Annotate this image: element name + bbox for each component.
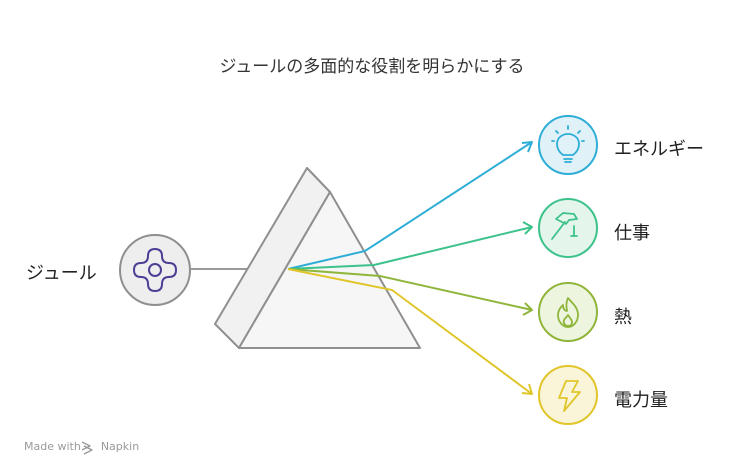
ray-arrow-energy bbox=[521, 141, 533, 153]
ray-arrow-power bbox=[521, 383, 533, 395]
output-rays bbox=[287, 141, 533, 395]
work-node bbox=[538, 198, 598, 258]
energy-node bbox=[538, 115, 598, 175]
watermark: Made with Napkin bbox=[24, 440, 139, 453]
ray-arrow-work bbox=[522, 221, 533, 235]
work-label: 仕事 bbox=[614, 223, 650, 244]
ray-heat bbox=[287, 268, 533, 311]
prism bbox=[214, 167, 421, 349]
joule-icon bbox=[133, 248, 177, 292]
power-label: 電力量 bbox=[614, 390, 668, 411]
watermark-brand: Napkin bbox=[100, 440, 140, 453]
energy-label: エネルギー bbox=[614, 139, 704, 160]
ray-energy bbox=[287, 141, 533, 270]
napkin-logo-icon bbox=[81, 441, 93, 455]
heat-label: 熱 bbox=[614, 307, 632, 328]
ray-power bbox=[287, 268, 533, 395]
ray-work bbox=[287, 226, 533, 270]
lightbulb-icon bbox=[551, 125, 585, 163]
flame-icon bbox=[557, 297, 579, 328]
source-label: ジュール bbox=[26, 263, 97, 284]
hammer-icon bbox=[551, 212, 578, 240]
source-node bbox=[119, 234, 191, 306]
lightning-icon bbox=[558, 380, 581, 412]
power-node bbox=[538, 365, 598, 425]
watermark-made-with: Made with bbox=[24, 440, 81, 453]
heat-node bbox=[538, 282, 598, 342]
diagram-title: ジュールの多面的な役割を明らかにする bbox=[219, 57, 525, 77]
ray-arrow-heat bbox=[522, 302, 533, 316]
